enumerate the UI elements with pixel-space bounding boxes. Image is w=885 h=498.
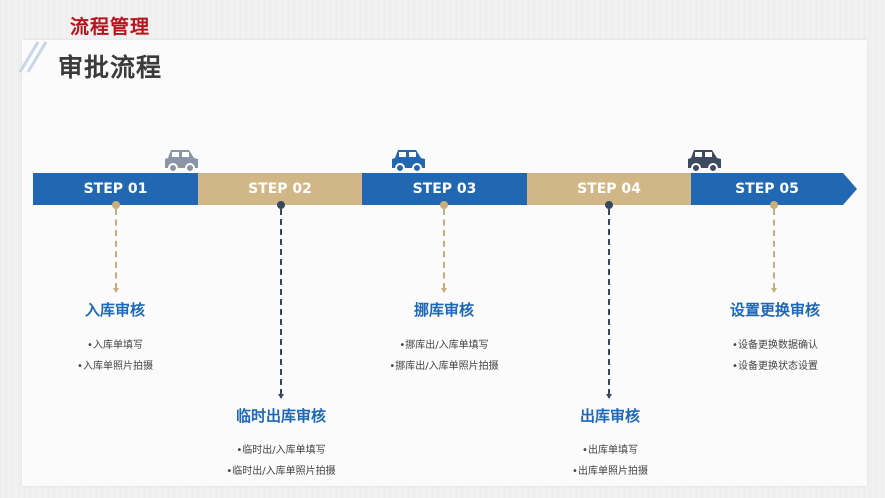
step-4-title: 出库审核 xyxy=(579,407,640,425)
step-5-connector xyxy=(773,209,775,289)
step-3-title: 挪库审核 xyxy=(413,301,474,319)
step-3-arrow-icon xyxy=(441,288,447,293)
step-label-3: STEP 03 xyxy=(412,181,477,197)
step-1-connector xyxy=(115,209,117,289)
step-2-items: •临时出/入库单填写 •临时出/入库单照片拍摄 xyxy=(206,440,356,482)
step-5-dot xyxy=(770,201,778,209)
step-4-dot xyxy=(605,201,613,209)
step-3-item: •挪库出/入库单照片拍摄 xyxy=(389,361,499,372)
step-3-items: •挪库出/入库单填写 •挪库出/入库单照片拍摄 xyxy=(369,335,519,377)
step-5-item: •设备更换状态设置 xyxy=(732,361,818,372)
step-label-4: STEP 04 xyxy=(577,181,641,197)
step-4-connector xyxy=(608,209,610,395)
timeline-segment-4-bg xyxy=(527,173,691,205)
step-2-connector xyxy=(280,209,282,395)
step-3-connector xyxy=(443,209,445,289)
step-2-arrow-icon xyxy=(278,394,284,399)
timeline-segment-1-bg xyxy=(33,173,198,205)
step-1-arrow-icon xyxy=(113,288,119,293)
timeline-segment-5-bg xyxy=(691,173,857,205)
step-4-item: •出库单照片拍摄 xyxy=(572,466,648,477)
car-icon xyxy=(392,150,425,173)
step-2-title: 临时出库审核 xyxy=(235,407,326,425)
step-1-items: •入库单填写 •入库单照片拍摄 xyxy=(40,335,190,377)
timeline-segment-2-bg xyxy=(198,173,362,205)
step-5-title: 设置更换审核 xyxy=(729,301,820,319)
step-1-dot xyxy=(112,201,120,209)
page-title: 审批流程 xyxy=(58,53,163,82)
step-4-item: •出库单填写 xyxy=(582,445,638,456)
step-label-2: STEP 02 xyxy=(248,181,312,197)
step-1-item: •入库单填写 xyxy=(87,340,143,351)
step-1-item: •入库单照片拍摄 xyxy=(77,361,153,372)
step-4-arrow-icon xyxy=(606,394,612,399)
step-5-item: •设备更换数据确认 xyxy=(732,340,818,351)
section-title: 流程管理 xyxy=(70,16,151,38)
car-icon xyxy=(688,150,721,173)
step-2-item: •临时出/入库单填写 xyxy=(236,445,326,456)
timeline-segment-3-bg xyxy=(362,173,527,205)
step-2-dot xyxy=(277,201,285,209)
car-icon xyxy=(165,150,198,173)
step-5-arrow-icon xyxy=(771,288,777,293)
step-2-item: •临时出/入库单照片拍摄 xyxy=(226,466,336,477)
step-5-items: •设备更换数据确认 •设备更换状态设置 xyxy=(700,335,850,377)
step-4-items: •出库单填写 •出库单照片拍摄 xyxy=(535,440,685,482)
corner-stripes-decoration xyxy=(18,41,48,73)
step-label-5: STEP 05 xyxy=(735,181,799,197)
step-1-title: 入库审核 xyxy=(84,301,145,319)
step-3-item: •挪库出/入库单填写 xyxy=(399,340,489,351)
step-label-1: STEP 01 xyxy=(83,181,148,197)
step-3-dot xyxy=(440,201,448,209)
